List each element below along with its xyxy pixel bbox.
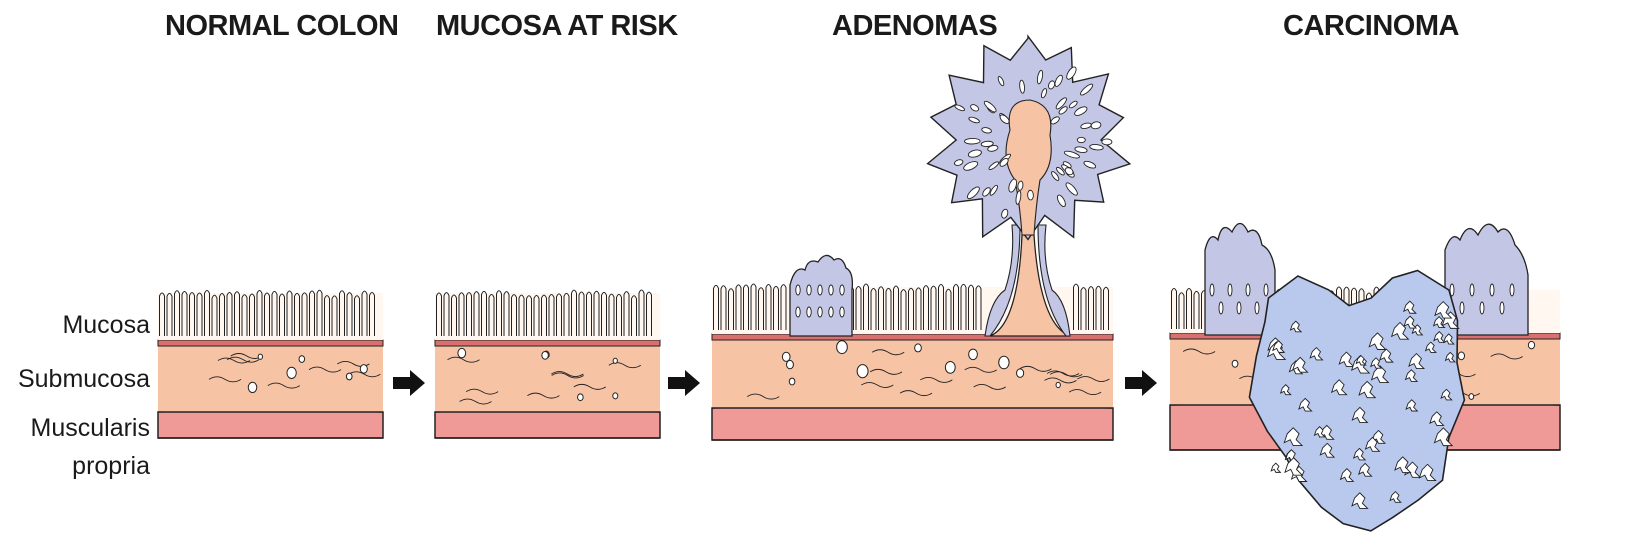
adenoma-gland	[1470, 284, 1474, 296]
panel-normal-colon	[158, 290, 383, 438]
panel-mucosa-at-risk	[435, 290, 660, 438]
submucosa-vessel	[542, 351, 548, 359]
sessile-adenoma	[790, 255, 852, 336]
panel-adenomas	[712, 36, 1130, 440]
submucosa-vessel	[1017, 369, 1024, 378]
adenoma-gland	[840, 285, 844, 295]
adenoma-gland	[807, 307, 811, 317]
adenoma-gland	[1460, 302, 1464, 314]
submucosa-vessel	[360, 365, 367, 373]
submucosa-vessel	[945, 361, 955, 373]
muscularis-propria-layer	[712, 405, 1113, 440]
adenoma-gland	[1102, 139, 1112, 145]
submucosa-vessel	[578, 394, 584, 401]
muscularis-mucosae	[158, 340, 383, 346]
muscularis-propria-layer	[158, 409, 383, 438]
submucosa-vessel	[787, 360, 794, 368]
submucosa-vessel	[915, 344, 922, 352]
submucosa-vessel	[857, 365, 868, 378]
adenoma-gland	[1228, 284, 1232, 296]
carcinoma-mass	[1249, 271, 1464, 531]
submucosa-layer	[712, 336, 1113, 408]
adenoma-gland	[818, 285, 822, 295]
adenoma-gland	[964, 138, 980, 144]
submucosa-vessel	[782, 352, 790, 361]
submucosa-vessel	[1469, 394, 1474, 400]
submucosa-vessel	[613, 393, 618, 399]
submucosa-vessel	[1458, 352, 1464, 360]
adenoma-gland	[1237, 302, 1241, 314]
submucosa-vessel	[248, 382, 257, 392]
residual-adenoma-left	[1205, 224, 1275, 336]
submucosa-vessel	[287, 367, 296, 378]
submucosa-vessel	[1528, 341, 1534, 348]
malignant-gland	[1271, 463, 1280, 472]
adenoma-gland	[1255, 302, 1259, 314]
adenoma-gland	[796, 307, 800, 317]
progression-arrow-1	[393, 370, 425, 396]
submucosa-vessel	[346, 373, 352, 380]
adenoma-gland	[818, 307, 822, 317]
adenoma-gland	[1490, 284, 1494, 296]
submucosa-vessel	[1056, 382, 1060, 387]
submucosa-vessel	[1232, 360, 1238, 367]
panel-carcinoma	[1170, 224, 1560, 531]
adenoma-gland	[840, 307, 844, 317]
adenoma-gland	[1510, 284, 1514, 296]
adenoma-gland	[1219, 302, 1223, 314]
submucosa-vessel	[789, 378, 795, 385]
adenoma-gland	[829, 307, 833, 317]
submucosa-vessel	[299, 356, 305, 363]
submucosa-vessel	[458, 348, 466, 357]
submucosa-vessel	[258, 354, 262, 359]
adenoma-gland	[1077, 137, 1085, 142]
adenoma-gland	[1210, 284, 1214, 296]
adenoma-gland	[1480, 302, 1484, 314]
submucosa-vessel	[969, 349, 978, 359]
adenoma-gland	[1500, 302, 1504, 314]
submucosa-vessel	[837, 341, 848, 354]
progression-arrow-2	[668, 370, 700, 396]
adenoma-gland	[807, 285, 811, 295]
adenoma-gland	[1264, 284, 1268, 296]
mucosa-layer	[158, 293, 383, 340]
adenoma-gland	[1027, 190, 1033, 200]
submucosa-vessel	[999, 356, 1009, 368]
progression-arrow-3	[1125, 370, 1157, 396]
submucosa-vessel	[613, 358, 617, 363]
adenoma-gland	[829, 285, 833, 295]
adenoma-gland	[796, 285, 800, 295]
adenoma-gland	[1246, 284, 1250, 296]
muscularis-propria-layer	[435, 409, 660, 438]
muscularis-mucosae	[435, 340, 660, 346]
mucosa-layer	[435, 293, 660, 340]
